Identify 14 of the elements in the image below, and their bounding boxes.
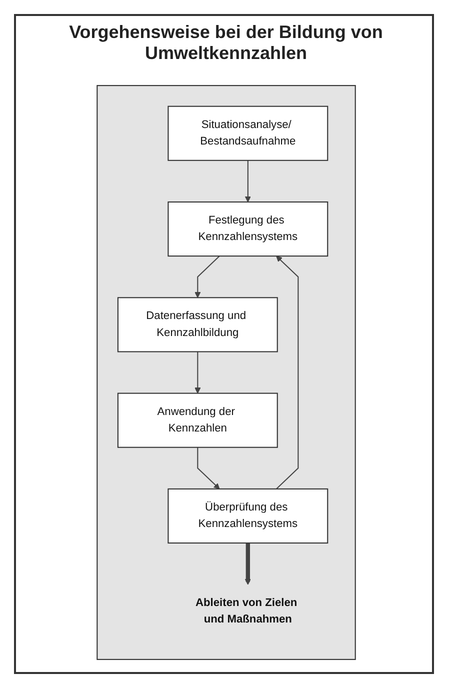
node-box: Datenerfassung und Kennzahlbildung bbox=[117, 297, 278, 352]
arrow bbox=[196, 447, 220, 490]
title: Vorgehensweise bei der Bildung von Umweltkennzahlen bbox=[68, 22, 384, 64]
arrow bbox=[276, 256, 298, 490]
arrow bbox=[244, 543, 251, 585]
cluster bbox=[96, 85, 356, 660]
arrow bbox=[194, 256, 220, 298]
node-box: Situationsanalyse/ Bestandsaufnahme bbox=[167, 106, 328, 161]
arrow bbox=[244, 160, 251, 202]
arrow bbox=[194, 352, 200, 394]
node-box: Anwendung der Kennzahlen bbox=[117, 392, 278, 448]
node-text: Ableiten von Zielen und Maßnahmen bbox=[195, 597, 297, 626]
node-box: Festlegung des Kennzahlensystems bbox=[167, 201, 328, 257]
node-box: Überprüfung des Kennzahlensystems bbox=[167, 488, 328, 544]
